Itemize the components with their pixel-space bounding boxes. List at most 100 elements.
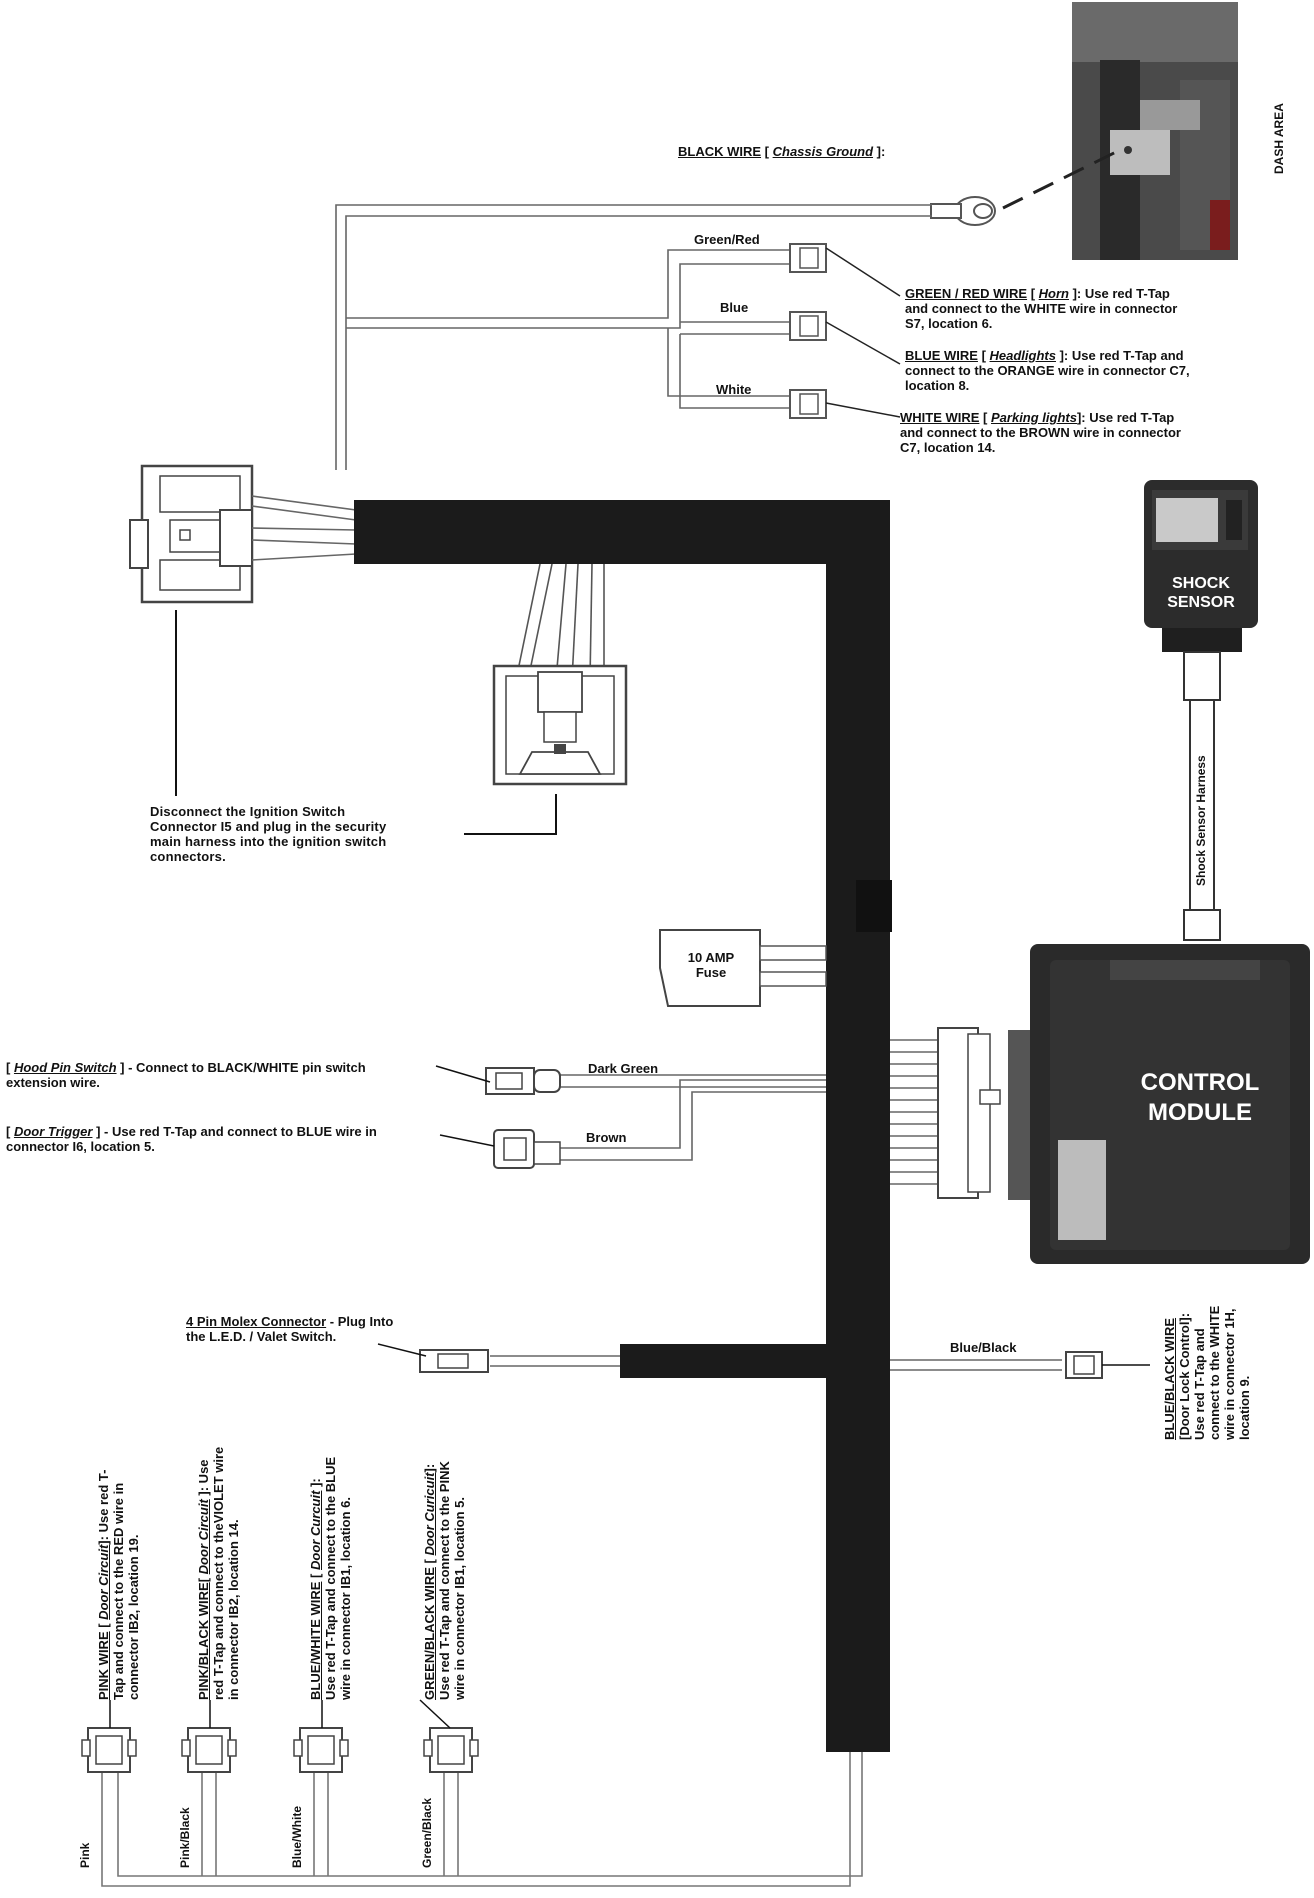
bluewhite-note-rest: ]:	[308, 1478, 323, 1491]
door-connectors	[81, 1727, 479, 1773]
black-wire-close: ]:	[873, 144, 886, 159]
molex-note: 4 Pin Molex Connector - Plug Into the L.…	[186, 1314, 393, 1344]
blue-black-connector	[1065, 1351, 1103, 1379]
door-lock-note: BLUE/BLACK WIRE [Door Lock Control]: Use…	[1162, 1306, 1252, 1440]
pink-note: PINK WIRE [ Door Circuit]: Use red T- Ta…	[96, 1470, 141, 1700]
dash-photo	[1072, 2, 1238, 260]
door-trigger-rest: ] - Use red T-Tap and connect to BLUE wi…	[92, 1124, 377, 1139]
door-lock-line2: [Door Lock Control]:	[1177, 1312, 1192, 1440]
label-dark-green: Dark Green	[588, 1061, 659, 1076]
shock-sensor	[1144, 480, 1258, 941]
door-lock-line5: wire in connector 1H,	[1222, 1308, 1237, 1440]
ignition-note: Disconnect the Ignition Switch Connector…	[150, 804, 446, 864]
label-pink: Pink	[78, 1842, 92, 1868]
dash-area-label: DASH AREA	[1272, 103, 1286, 174]
door-trigger-italic: Door Trigger	[13, 1124, 93, 1139]
bluewhite-note-italic: Door Curcuit	[308, 1490, 323, 1570]
label-blue-black: Blue/Black	[950, 1340, 1017, 1355]
ignition-line4: connectors.	[150, 849, 226, 864]
parking-rest: ]: Use red T-Tap	[1076, 410, 1175, 425]
headlights-line3: location 8.	[905, 378, 970, 393]
fuse-line2: Fuse	[695, 965, 727, 980]
pinkblack-note-italic: Door Circuit	[196, 1499, 211, 1575]
hood-pin-line2: extension wire.	[6, 1075, 100, 1090]
shock-sensor-line1: SHOCK	[1172, 575, 1230, 592]
label-pink-black: Pink/Black	[178, 1807, 192, 1868]
ignition-line1: Disconnect the Ignition Switch	[150, 804, 346, 819]
headlights-rest: ]: Use red T-Tap and	[1055, 348, 1184, 363]
pink-note-open: [	[96, 1619, 111, 1632]
bluewhite-note-line3: wire in connector IB1, location 6.	[338, 1497, 353, 1700]
white-connector	[789, 389, 827, 419]
fuse-holder	[659, 929, 827, 1007]
ring-terminal	[930, 196, 996, 226]
label-blue: Blue	[720, 300, 749, 315]
pinkblack-note-title: PINK/BLACK WIRE	[196, 1582, 211, 1700]
hood-pin-note: [ Hood Pin Switch ] - Connect to BLACK/W…	[6, 1060, 366, 1090]
module-plug	[937, 1027, 1001, 1199]
horn-open: [	[1027, 286, 1039, 301]
headlights-line2: connect to the ORANGE wire in connector …	[905, 363, 1190, 378]
door-trigger-line2: connector I6, location 5.	[6, 1139, 155, 1154]
control-module-label: CONTROL MODULE	[1100, 1068, 1300, 1128]
molex-connector	[419, 1349, 489, 1373]
headlights-italic: Headlights	[989, 348, 1056, 363]
pink-note-italic: Door Circuit	[96, 1544, 111, 1620]
bluewhite-note-title: BLUE/WHITE WIRE	[308, 1581, 323, 1700]
horn-italic: Horn	[1038, 286, 1069, 301]
pinkblack-note-line3: in connector IB2, location 14.	[226, 1519, 241, 1700]
label-white: White	[716, 382, 752, 397]
shock-harness-label: Shock Sensor Harness	[1194, 755, 1208, 886]
greenblack-note: GREEN/BLACK WIRE [ Door Curicuit]: Use r…	[422, 1461, 467, 1700]
molex-rest: - Plug Into	[326, 1314, 394, 1329]
control-module-line2: MODULE	[1148, 1099, 1252, 1126]
horn-rest: ]: Use red T-Tap	[1068, 286, 1170, 301]
greenblack-note-rest: ]:	[422, 1463, 437, 1473]
horn-note: GREEN / RED WIRE [ Horn ]: Use red T-Tap…	[905, 286, 1177, 331]
ignition-connector-center	[492, 664, 628, 786]
bluewhite-note: BLUE/WHITE WIRE [ Door Curcuit ]: Use re…	[308, 1457, 353, 1700]
door-trigger-connector	[493, 1129, 561, 1169]
parking-note: WHITE WIRE [ Parking lights]: Use red T-…	[900, 410, 1181, 455]
label-green-black: Green/Black	[420, 1797, 434, 1868]
greenblack-note-line2: Use red T-Tap and connect to the PINK	[437, 1461, 452, 1700]
pink-note-line2: Tap and connect to the RED wire in	[111, 1482, 126, 1700]
control-module-line1: CONTROL	[1140, 1069, 1260, 1096]
headlights-title: BLUE WIRE	[905, 348, 978, 363]
door-lock-title: BLUE/BLACK WIRE	[1162, 1317, 1177, 1440]
greenblack-note-title: GREEN/BLACK WIRE	[422, 1567, 437, 1700]
door-lock-line6: location 9.	[1237, 1375, 1252, 1440]
pinkblack-note: PINK/BLACK WIRE[ Door Circuit ]: Use red…	[196, 1447, 241, 1700]
pink-note-title: PINK WIRE	[96, 1631, 111, 1700]
blue-connector	[789, 311, 827, 341]
horn-line3: S7, location 6.	[905, 316, 993, 331]
hood-pin-rest: ] - Connect to BLACK/WHITE pin switch	[116, 1060, 366, 1075]
black-wire-title: BLACK WIRE	[678, 144, 762, 159]
pink-note-rest: ]: Use red T-	[96, 1469, 111, 1545]
door-lock-line4: connect to the WHITE	[1207, 1305, 1222, 1440]
parking-line3: C7, location 14.	[900, 440, 996, 455]
door-trigger-note: [ Door Trigger ] - Use red T-Tap and con…	[6, 1124, 377, 1154]
hood-pin-italic: Hood Pin Switch	[13, 1060, 117, 1075]
pinkblack-note-open: [	[196, 1574, 211, 1583]
label-brown: Brown	[586, 1130, 627, 1145]
main-harness	[354, 500, 892, 1752]
shock-sensor-label: SHOCK SENSOR	[1144, 574, 1258, 612]
parking-title: WHITE WIRE	[900, 410, 980, 425]
pink-note-line3: connector IB2, location 19.	[126, 1534, 141, 1700]
fuse-label: 10 AMP Fuse	[670, 950, 752, 980]
hood-pin-open: [	[6, 1060, 14, 1075]
pinkblack-note-rest: ]: Use	[196, 1459, 211, 1500]
green-red-connector	[789, 243, 827, 273]
shock-sensor-line2: SENSOR	[1167, 594, 1235, 611]
horn-line2: and connect to the WHITE wire in connect…	[905, 301, 1178, 316]
hood-pin-connector	[485, 1067, 561, 1095]
black-wire-open: [	[761, 144, 773, 159]
parking-italic: Parking lights	[991, 410, 1077, 425]
fuse-line1: 10 AMP	[687, 950, 735, 965]
ignition-line2: Connector I5 and plug in the security	[150, 819, 387, 834]
parking-open: [	[979, 410, 991, 425]
black-wire-note: BLACK WIRE [ Chassis Ground ]:	[678, 144, 885, 159]
